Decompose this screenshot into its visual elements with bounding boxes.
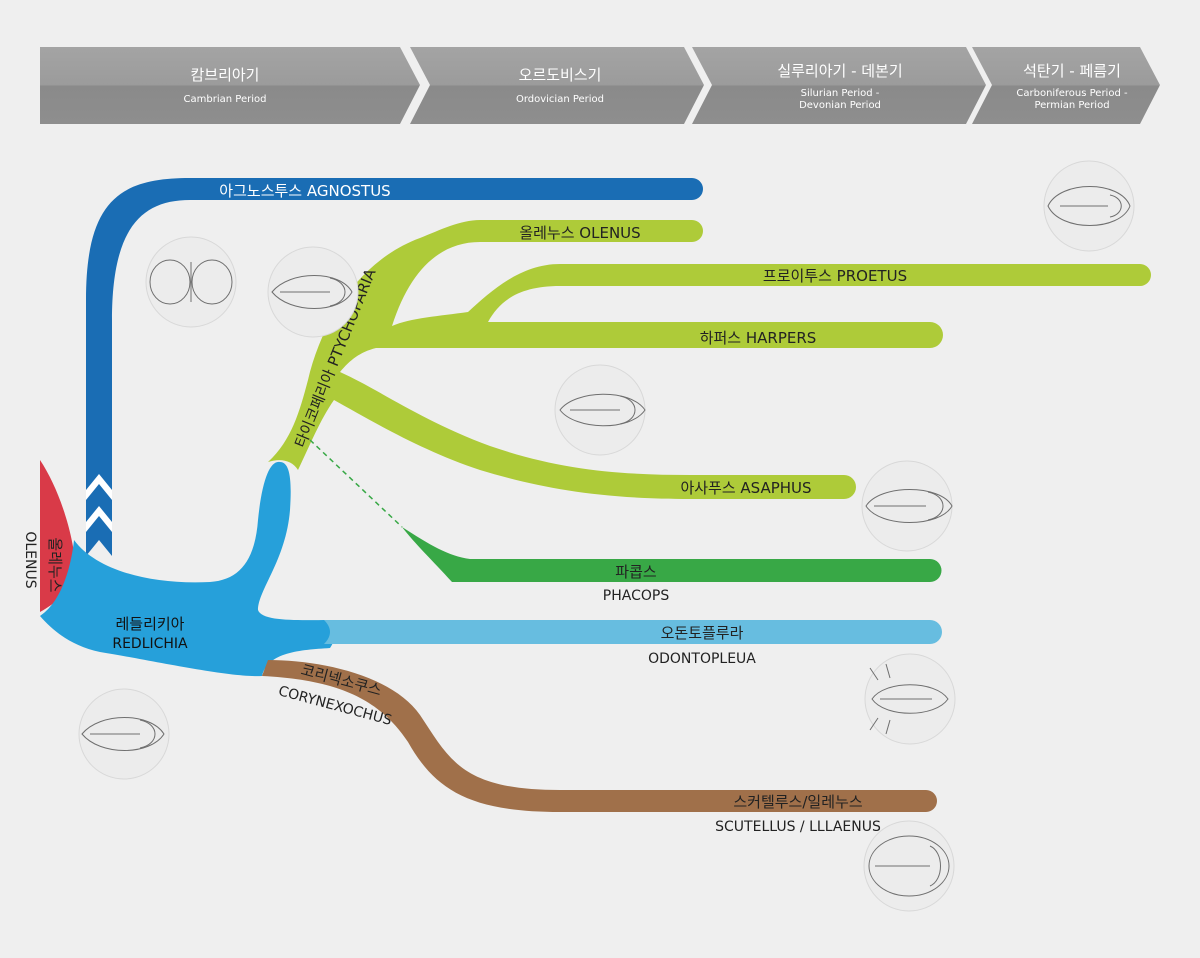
period-arrow-cambrian <box>40 47 420 124</box>
period-ordovician-en: Ordovician Period <box>516 94 604 105</box>
period-arrow-silurian-devonian <box>692 47 986 124</box>
label-scutellus-ko: 스커텔루스/일레누스 <box>733 793 862 811</box>
harpes-fossil-icon <box>554 364 646 456</box>
label-odontopleua-en: ODONTOPLEUA <box>648 651 756 667</box>
period-arrow-carboniferous-permian <box>972 47 1160 124</box>
label-asaphus: 아사푸스 ASAPHUS <box>680 479 811 497</box>
label-scutellus-en: SCUTELLUS / LLLAENUS <box>715 819 881 835</box>
label-olenus-root-en: OLENUS <box>22 531 38 588</box>
chevron-mark-2 <box>86 506 112 532</box>
period-carboniferous-permian-ko: 석탄기 - 페름기 <box>1023 62 1121 80</box>
label-agnostus: 아그노스투스 AGNOSTUS <box>219 182 390 200</box>
branch-phacops <box>402 527 942 582</box>
label-proetus: 프로이투스 PROETUS <box>763 267 907 285</box>
redlichia-fossil-icon <box>78 688 170 780</box>
period-timeline: 캄브리아기 Cambrian Period 오르도비스기 Ordovician … <box>40 47 1160 124</box>
trilobite-fossil-icon <box>1043 160 1135 252</box>
phylogeny-branches <box>40 178 1151 812</box>
label-olenus-top: 올레누스 OLENUS <box>519 224 640 242</box>
branch-olenus-root <box>40 460 76 612</box>
period-silurian-devonian-en-1: Silurian Period - <box>801 88 880 99</box>
label-olenus-root-ko: 올레누스 <box>46 537 64 592</box>
label-phacops-en: PHACOPS <box>603 588 670 604</box>
period-silurian-devonian-ko: 실루리아기 - 데본기 <box>777 62 902 80</box>
branch-corynexochus-scutellus <box>262 660 937 812</box>
branch-redlichia <box>40 461 335 677</box>
period-carboniferous-permian-en-1: Carboniferous Period - <box>1016 88 1128 99</box>
branch-odontopleua <box>324 620 942 644</box>
phacops-dashed-link <box>309 439 403 528</box>
label-odontopleua-ko: 오돈토플루라 <box>661 624 744 642</box>
label-phacops-ko: 파콥스 <box>615 563 657 581</box>
period-cambrian-ko: 캄브리아기 <box>190 66 259 84</box>
chevron-mark-1 <box>86 474 112 500</box>
label-redlichia-en: REDLICHIA <box>112 636 188 652</box>
scutellus-fossil-icon <box>863 820 955 912</box>
agnostus-fossil-icon <box>145 236 237 328</box>
asaphus-fossil-icon <box>861 460 953 552</box>
olenus-fossil-icon <box>267 246 359 338</box>
label-redlichia-ko: 레들리키아 <box>115 615 184 633</box>
odontopleura-fossil-icon <box>864 653 956 745</box>
period-ordovician-ko: 오르도비스기 <box>519 66 602 84</box>
branch-ptychoparia <box>268 220 1151 499</box>
period-silurian-devonian-en-2: Devonian Period <box>799 100 881 111</box>
label-harpers: 하퍼스 HARPERS <box>700 329 817 347</box>
period-cambrian-en: Cambrian Period <box>184 94 267 105</box>
period-carboniferous-permian-en-2: Permian Period <box>1034 100 1109 111</box>
period-arrow-ordovician <box>410 47 704 124</box>
